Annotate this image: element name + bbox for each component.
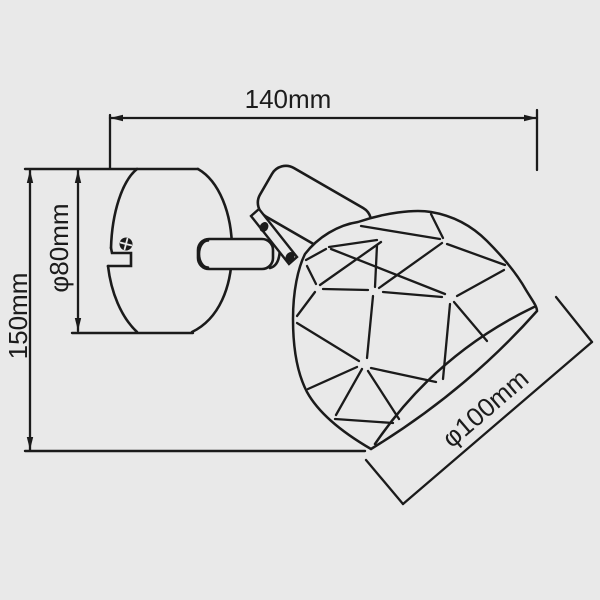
arm-end-cap xyxy=(197,239,210,269)
dimension-label-height: 150mm xyxy=(3,273,33,360)
shade-facets xyxy=(295,212,507,425)
dimension-canopy-diameter: φ80mm xyxy=(44,168,82,333)
mounting-screw-icon xyxy=(119,237,133,251)
pivot-yoke xyxy=(249,207,299,266)
dimension-label-canopy-diameter: φ80mm xyxy=(44,203,74,292)
dimension-shade-witness-bottom xyxy=(364,458,405,506)
dimension-height: 150mm xyxy=(3,168,34,452)
dimension-shade-witness-top xyxy=(554,295,594,344)
shade-silhouette xyxy=(291,209,539,451)
dimension-line-shade xyxy=(401,340,594,506)
dimension-width: 140mm xyxy=(108,84,539,172)
yoke-screw-left xyxy=(259,222,269,232)
arrow-right-icon xyxy=(524,114,537,122)
arrow-left-icon xyxy=(110,114,123,122)
canopy-body xyxy=(111,169,232,332)
extension-lines xyxy=(23,167,367,453)
arrow-up-icon xyxy=(26,170,34,183)
canopy-back-edge-lower xyxy=(106,264,139,334)
arrow-up-icon xyxy=(74,170,82,183)
lamp-canopy xyxy=(106,167,234,334)
yoke-screw-right xyxy=(285,252,295,262)
lamp-arm xyxy=(196,237,281,271)
arrow-down-icon xyxy=(74,318,82,331)
arm-tube xyxy=(196,237,275,271)
lamp-shade xyxy=(291,209,539,451)
arrow-down-icon xyxy=(26,437,34,450)
dimension-label-width: 140mm xyxy=(245,84,332,114)
canopy-keyhole-bracket xyxy=(106,246,133,268)
canopy-back-edge-upper xyxy=(109,167,139,250)
